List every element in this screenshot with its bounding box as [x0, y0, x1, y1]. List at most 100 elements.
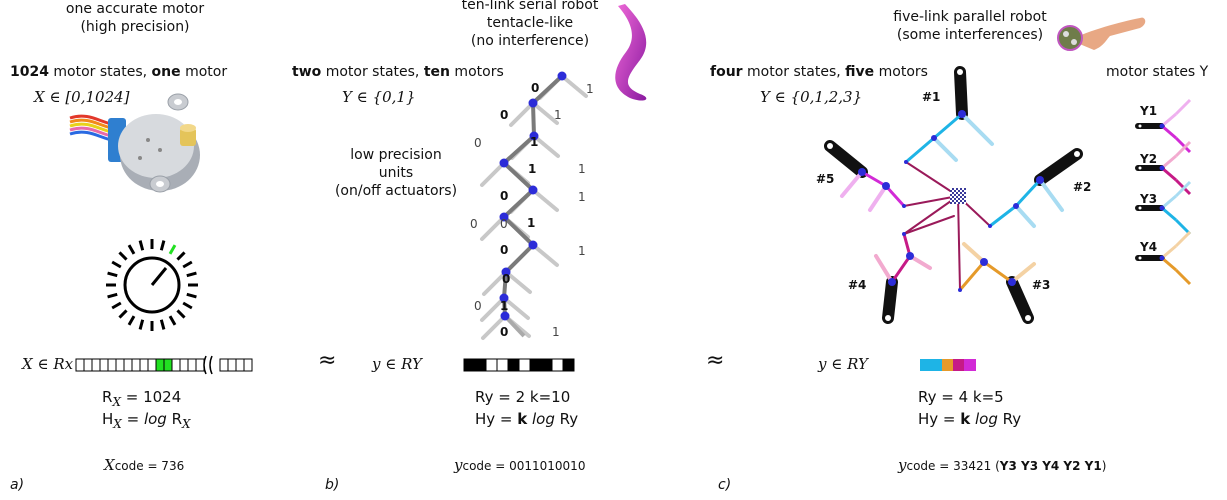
tentacle-image: [615, 4, 647, 101]
binary-tape-cell: [474, 358, 487, 372]
x-tape-cell: [107, 358, 117, 372]
binary-tape-cell: [496, 358, 509, 372]
tape-break: [203, 355, 213, 375]
active-link: [531, 101, 536, 138]
active-link: [531, 74, 564, 105]
selected-bit-label: 0: [500, 325, 509, 339]
legend-inactive: [1174, 180, 1192, 198]
y-set-label-b: y ∈ RY: [372, 355, 422, 373]
x-tape-cell: [163, 358, 173, 372]
serial-robot-chain: [480, 71, 588, 340]
dial-tick: [107, 271, 118, 278]
joint: [499, 212, 509, 222]
legend-active: [1161, 206, 1177, 222]
dial-tick: [159, 319, 166, 330]
y-entropy-b: Hy = k log Ry: [475, 410, 579, 428]
inactive-link: [482, 270, 508, 296]
joint: [529, 131, 539, 141]
dial-tick: [107, 292, 118, 299]
label-a: a): [10, 477, 25, 493]
low-precision-note: low precision units (on/off actuators): [334, 147, 458, 199]
dial-tick: [168, 244, 177, 255]
inactive-link: [532, 134, 560, 158]
parallel-caption: five-link parallel robot (some interfere…: [893, 9, 1047, 43]
legend-joint: [1159, 123, 1165, 129]
alternate-bit-label: 1: [578, 244, 586, 258]
dial-tick: [127, 244, 136, 255]
active-link: [502, 161, 535, 192]
x-tape-cell: [155, 358, 165, 372]
x-tape-cell: [83, 358, 93, 372]
x-domain: X ∈ [0,1024]: [34, 88, 130, 106]
alternate-bit-label: 0: [474, 299, 482, 313]
dial-tick: [186, 292, 197, 299]
legend-inactive: [1161, 112, 1177, 128]
dial-tick: [176, 251, 186, 261]
legend-pivot: [1138, 166, 1142, 170]
dial-tick: [127, 315, 136, 326]
inactive-link: [480, 161, 506, 187]
y-range-b: Ry = 2 k=10: [475, 388, 571, 406]
x-tape-cell: [115, 358, 125, 372]
alternate-bit-label: 0: [470, 217, 478, 231]
dial-tick: [111, 301, 122, 310]
binary-tape-cell: [507, 358, 520, 372]
active-link: [502, 134, 536, 165]
alternate-bit-label: 1: [586, 82, 594, 96]
motor-states-line: 1024 motor states, one motor: [10, 64, 228, 80]
link-label-4: #4: [848, 278, 867, 292]
dial-tick: [138, 240, 145, 251]
x-tape-cell: [187, 358, 197, 372]
dial-tick: [111, 260, 122, 269]
x-tape-cell: [139, 358, 149, 372]
legend-inactive: [1174, 140, 1192, 158]
legend-active: [1174, 268, 1192, 286]
inactive-link: [481, 314, 507, 340]
selected-bit-label: 1: [500, 299, 509, 313]
approx-symbol-b: ≈: [318, 348, 337, 373]
legend-active: [1161, 256, 1177, 272]
label-b: b): [325, 477, 340, 493]
x-state-tape: [75, 355, 253, 375]
alternate-bit-label: 1: [578, 190, 586, 204]
serial-caption: ten-link serial robot tentacle-like (no …: [461, 0, 599, 49]
legend-joint: [1159, 255, 1165, 261]
link-label-5: #5: [816, 172, 835, 186]
dial-tick: [176, 309, 186, 319]
y-set-label-c: y ∈ RY: [818, 355, 868, 373]
legend-active: [1174, 136, 1192, 154]
stepper-motor-image: [69, 93, 200, 193]
joint: [501, 267, 511, 277]
legend-pivot: [1138, 206, 1142, 210]
dial-tick: [118, 309, 128, 319]
x-tape-cell: [235, 358, 245, 372]
y-code-b: ycode = 0011010010: [454, 456, 586, 474]
binary-tape-cell: [529, 358, 542, 372]
legend-y4: Y4: [1140, 240, 1158, 254]
binary-tape-cell: [485, 358, 498, 372]
x-tape-cell: [179, 358, 189, 372]
inactive-link: [531, 188, 559, 212]
x-tape-cell: [75, 358, 85, 372]
legend-y2: Y2: [1140, 152, 1158, 166]
motor-states-legend: [1135, 98, 1192, 286]
link-label-2: #2: [1073, 180, 1092, 194]
selected-bit-label: 1: [528, 162, 537, 176]
active-link: [502, 188, 535, 219]
hand-image: [1057, 17, 1146, 51]
dial-tick: [138, 319, 145, 330]
y-entropy-c: Hy = k log Ry: [918, 410, 1022, 428]
parallel-states-line: four motor states, five motors: [710, 64, 928, 80]
joint: [528, 185, 538, 195]
x-tape-cell: [227, 358, 237, 372]
legend-joint: [1159, 205, 1165, 211]
precision-dial: [106, 239, 198, 331]
legend-active: [1174, 218, 1192, 236]
y-binary-tape: [463, 358, 575, 372]
x-code: Xcode = 736: [104, 456, 185, 474]
legend-active: [1161, 166, 1177, 182]
selected-bit-label: 0: [500, 189, 509, 203]
selected-bit-label: 0: [502, 272, 511, 286]
alternate-bit-label: 0: [500, 217, 508, 231]
joint: [557, 71, 567, 81]
